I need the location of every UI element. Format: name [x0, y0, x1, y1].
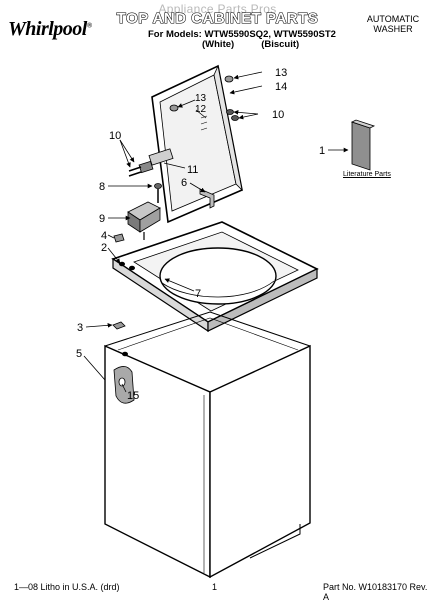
- leader-4: [107, 234, 115, 239]
- watermark: Appliance Parts Pros: [158, 2, 277, 16]
- callout-15: 15: [127, 390, 139, 402]
- leader-13-upper: [233, 71, 263, 80]
- lid-screws-10: [226, 109, 239, 121]
- hinge-block: [138, 160, 154, 174]
- lid: [151, 64, 243, 224]
- brand-name: Whirlpool: [8, 18, 87, 40]
- pad-3: [112, 321, 126, 330]
- footer-part-number: Part No. W10183170 Rev. A: [323, 582, 428, 602]
- cabinet-toe-kick: [249, 524, 301, 559]
- lid-latch-12: [200, 115, 208, 131]
- color-biscuit: (Biscuit): [261, 39, 300, 50]
- top-right-edge: [207, 268, 318, 332]
- leader-15: [121, 383, 127, 393]
- hinge-cover-15: [113, 366, 135, 404]
- top-hole-left: [119, 261, 125, 267]
- callout-4: 4: [101, 230, 107, 242]
- leader-10-left-a: [119, 139, 131, 168]
- footer-litho: 1—08 Litho in U.S.A. (drd): [14, 582, 120, 592]
- leader-6: [189, 182, 206, 193]
- screw-8: [154, 183, 162, 203]
- bumper-left: [169, 104, 179, 112]
- product-type-line-2: WASHER: [373, 24, 413, 34]
- leader-12: [195, 109, 207, 119]
- footer-page-number: 1: [212, 582, 218, 592]
- latch-line-3: [200, 127, 208, 131]
- switch-front: [139, 207, 161, 233]
- leader-10-right-b: [233, 109, 259, 115]
- lid-hinge-11: [128, 148, 174, 177]
- cabinet-top-rim-inner: [117, 317, 299, 351]
- literature-booklet: [351, 121, 371, 171]
- top-assembly: [111, 221, 319, 333]
- leader-2: [107, 247, 121, 264]
- clip-4: [113, 233, 125, 243]
- callout-8: 8: [99, 181, 105, 193]
- models-line: For Models: WTW5590SQ2, WTW5590ST2: [148, 29, 336, 40]
- pad-3-body: [112, 321, 126, 330]
- leader-13-lower: [177, 99, 196, 108]
- callout-14: 14: [275, 81, 287, 93]
- literature-booklet-top: [350, 119, 376, 129]
- callouts: 13 14 10 13 12 10 11 8 6 9 4 2 7 3 5 15 …: [76, 67, 325, 402]
- lid-edge: [213, 64, 243, 192]
- leader-7: [164, 278, 195, 292]
- lid-bumper-13: [169, 75, 234, 112]
- latch-line-1: [200, 115, 208, 119]
- cabinet-hole: [122, 351, 128, 357]
- clip-4-body: [113, 233, 125, 243]
- brand-logo: Whirlpool®: [8, 18, 92, 41]
- callout-7: 7: [195, 288, 201, 300]
- screw-upper: [226, 109, 234, 115]
- leader-11: [163, 162, 186, 169]
- literature-label: Literature Parts: [343, 171, 391, 178]
- screw-lower: [231, 115, 239, 121]
- product-type-line-1: AUTOMATIC: [366, 14, 420, 24]
- hinge-bar: [148, 148, 174, 166]
- color-white: (White): [202, 39, 235, 50]
- leader-5: [83, 355, 106, 381]
- hinge-cover-hole: [118, 377, 126, 387]
- callout-10-right: 10: [272, 109, 284, 121]
- callout-11: 11: [187, 164, 198, 176]
- leader-10-left-b: [119, 139, 135, 163]
- callout-6: 6: [181, 177, 187, 189]
- callout-12: 12: [195, 104, 207, 115]
- top-hole-right: [129, 265, 135, 271]
- cabinet-top-rim: [104, 311, 311, 347]
- leader-3: [85, 322, 113, 328]
- callout-5: 5: [76, 348, 82, 360]
- lid-switch-9: [127, 201, 161, 240]
- literature-parts: [350, 119, 376, 171]
- strike-body: [199, 188, 215, 209]
- cabinet: [104, 311, 311, 579]
- callout-9: 9: [99, 213, 105, 225]
- cabinet-side: [209, 344, 311, 579]
- leader-14: [229, 85, 263, 95]
- strike-6: [199, 188, 215, 209]
- tub-rim-shadow: [161, 280, 275, 298]
- leader-lines: [83, 71, 349, 393]
- callout-10-left: 10: [109, 130, 121, 142]
- model-colors: (White) (Biscuit): [202, 39, 299, 50]
- screw-8-head: [154, 183, 162, 189]
- registered-mark: ®: [86, 21, 92, 30]
- callout-13-lower: 13: [195, 93, 207, 104]
- latch-line-2: [200, 121, 208, 125]
- callout-2: 2: [101, 242, 107, 254]
- callout-13-upper: 13: [275, 67, 287, 79]
- page-title: TOP AND CABINET PARTS: [116, 9, 319, 27]
- callout-3: 3: [77, 322, 83, 334]
- tub-opening: [159, 247, 277, 305]
- bumper-right: [224, 75, 234, 83]
- leader-10-right-a: [238, 113, 259, 120]
- callout-1: 1: [319, 145, 325, 157]
- hinge-screw-a: [128, 166, 142, 172]
- hinge-screw-b: [128, 171, 142, 177]
